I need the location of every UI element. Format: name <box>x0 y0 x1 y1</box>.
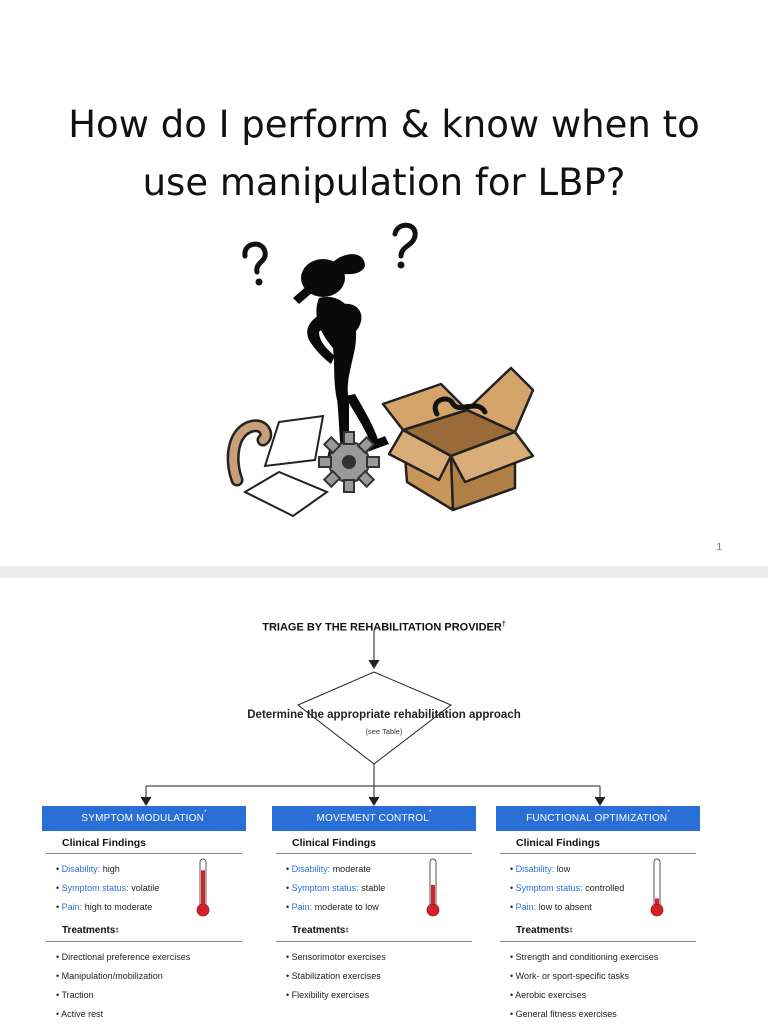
paper-sheet-icon <box>242 470 330 518</box>
clinical-findings-title: Clinical Findings <box>62 837 147 849</box>
finding-row: • Pain: high to moderate <box>56 902 153 912</box>
thermometer-fill <box>201 870 205 906</box>
panel-movement-control: MOVEMENT CONTROL* Clinical Findings • Di… <box>272 806 476 1005</box>
slide-title: How do I perform & know when to use mani… <box>68 103 700 204</box>
finding-row: • Symptom status: controlled <box>510 883 625 893</box>
open-box-icon <box>381 366 535 512</box>
gear-icon <box>318 431 380 493</box>
triage-flowchart <box>140 630 606 806</box>
finding-row: • Pain: moderate to low <box>286 902 379 912</box>
treatment-row: • Sensorimotor exercises <box>286 952 386 962</box>
finding-row: • Symptom status: volatile <box>56 883 160 893</box>
slide-2 <box>0 578 768 1024</box>
slide-1: How do I perform & know when to use mani… <box>68 103 722 553</box>
thermometer-icon <box>426 858 440 917</box>
confused-figure-icon <box>226 222 535 518</box>
divider <box>276 941 472 942</box>
treatment-row: • Traction <box>56 990 94 1000</box>
thermometer-icon <box>196 858 210 917</box>
divider <box>276 853 472 854</box>
clinical-findings-title: Clinical Findings <box>292 837 377 849</box>
thermometer-fill <box>431 885 435 906</box>
treatment-row: • Work- or sport-specific tasks <box>510 971 630 981</box>
slide-separator <box>0 566 768 578</box>
question-mark-icon <box>392 222 418 259</box>
decision-note: (see Table) <box>365 727 403 736</box>
finding-row: • Disability: high <box>56 864 120 874</box>
divider <box>500 853 696 854</box>
panel-symptom-modulation: SYMPTOM MODULATION* Clinical Findings • … <box>42 806 246 1024</box>
treatment-row: • Strength and conditioning exercises <box>510 952 659 962</box>
treatments-title: Treatments‡ <box>292 925 349 936</box>
decision-label: Determine the appropriate rehabilitation… <box>247 709 521 721</box>
finding-row: • Disability: low <box>510 864 571 874</box>
treatment-row: • Manipulation/mobilization <box>56 971 163 981</box>
paper-sheet-icon <box>263 414 325 468</box>
thermometer-fill <box>655 898 659 906</box>
treatment-row: • Stabilization exercises <box>286 971 381 981</box>
triage-title: TRIAGE BY THE REHABILITATION PROVIDER† <box>262 621 506 634</box>
panel-functional-optimization: FUNCTIONAL OPTIMIZATION* Clinical Findin… <box>496 806 700 1024</box>
divider <box>46 941 242 942</box>
treatment-row: • Aerobic exercises <box>510 990 587 1000</box>
thermometer-icon <box>650 858 664 917</box>
treatments-title: Treatments‡ <box>62 925 119 936</box>
treatments-title: Treatments‡ <box>516 925 573 936</box>
panel-header: FUNCTIONAL OPTIMIZATION* <box>496 806 700 831</box>
finding-row: • Disability: moderate <box>286 864 371 874</box>
panel-header: MOVEMENT CONTROL* <box>272 806 476 831</box>
treatment-row: • Directional preference exercises <box>56 952 191 962</box>
panel-header: SYMPTOM MODULATION* <box>42 806 246 831</box>
clinical-findings-title: Clinical Findings <box>516 837 601 849</box>
divider <box>46 853 242 854</box>
page-number: 1 <box>716 542 722 553</box>
finding-row: • Pain: low to absent <box>510 902 592 912</box>
question-mark-icon <box>242 241 268 275</box>
divider <box>500 941 696 942</box>
treatment-row: • Active rest <box>56 1009 104 1019</box>
finding-row: • Symptom status: stable <box>286 883 386 893</box>
treatment-row: • General fitness exercises <box>510 1009 617 1019</box>
treatment-row: • Flexibility exercises <box>286 990 370 1000</box>
